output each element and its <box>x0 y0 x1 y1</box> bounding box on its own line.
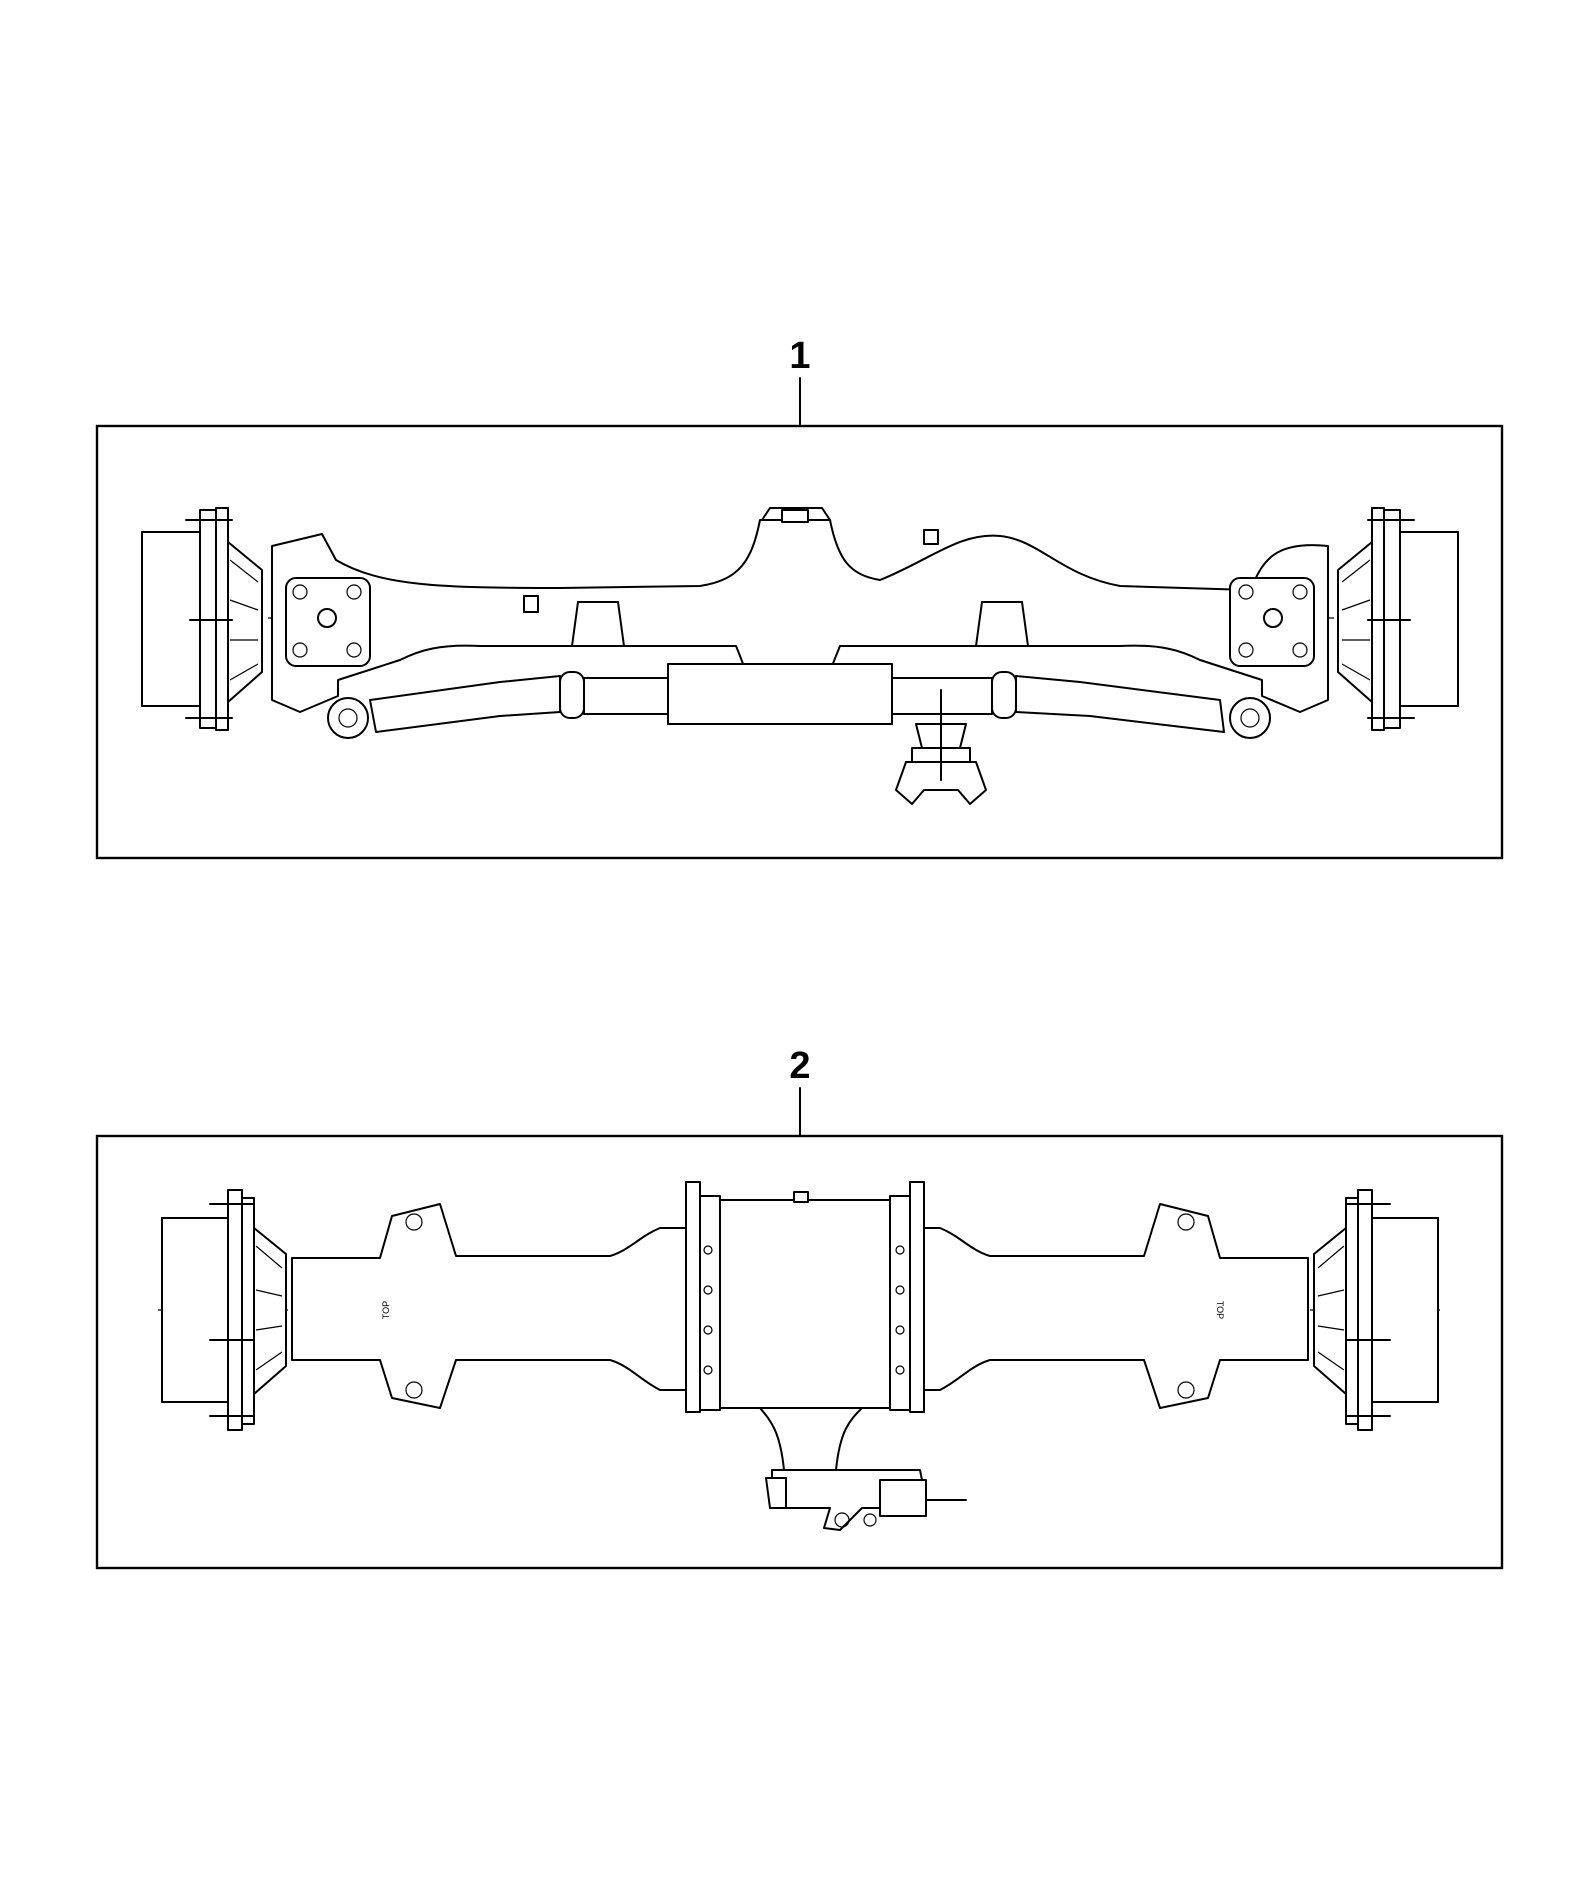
front-axle-panel[interactable] <box>95 424 1504 860</box>
rear-left-top-stamp: TOP <box>381 1301 391 1319</box>
callout-1[interactable]: 1 <box>789 335 811 427</box>
front-left-hub <box>141 507 263 731</box>
callout-2[interactable]: 2 <box>789 1045 811 1137</box>
rear-right-top-stamp: TOP <box>1215 1301 1225 1319</box>
rear-right-tube <box>913 1203 1309 1409</box>
front-right-pad <box>975 601 1029 647</box>
rear-left-tube <box>291 1203 687 1409</box>
front-bracket <box>523 595 539 613</box>
front-left-pad <box>571 601 625 647</box>
rear-axle-drawing: TOP TOP <box>158 1181 1440 1531</box>
front-axle-frame <box>95 424 1504 860</box>
rear-differential <box>685 1181 925 1413</box>
front-pinion-yoke <box>895 689 987 805</box>
rear-pinion-bracket <box>759 1407 967 1531</box>
front-right-hub <box>1337 507 1459 731</box>
front-steering-cylinder <box>327 663 1271 739</box>
rear-right-hub <box>1313 1189 1439 1431</box>
front-left-knuckle <box>285 577 371 667</box>
rear-axle-frame <box>95 1134 1504 1570</box>
callout-2-label: 2 <box>789 1045 810 1087</box>
front-axle-drawing <box>141 507 1459 805</box>
rear-left-hub <box>161 1189 287 1431</box>
rear-axle-panel[interactable]: TOP TOP <box>95 1134 1504 1570</box>
front-right-knuckle <box>1229 577 1315 667</box>
callout-1-label: 1 <box>789 335 810 377</box>
